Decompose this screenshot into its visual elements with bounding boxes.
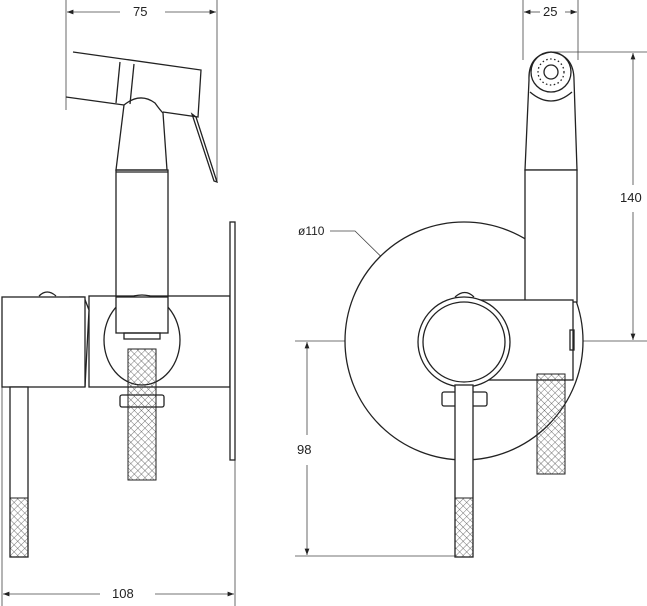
dim-diameter-label: ø110 [295,224,328,238]
dim-75-label: 75 [130,5,151,19]
handset-tube [524,169,578,303]
dim-140-label: 140 [617,191,645,205]
wall-plate [229,221,236,461]
side-view [1,0,236,606]
front-view [295,0,647,558]
handset-tube [115,169,169,298]
hose [536,373,566,475]
handset-neck [524,51,578,171]
dim-108-label: 108 [109,587,137,601]
dim-98-label: 98 [294,443,315,457]
mixer-knob [417,296,511,388]
mixer-body [1,296,86,388]
handset-head [65,51,202,118]
hose [127,348,157,481]
handset-neck [115,97,168,171]
spray-nozzle [530,51,572,93]
trigger-lever [190,112,219,184]
dim-25-label: 25 [540,5,561,19]
